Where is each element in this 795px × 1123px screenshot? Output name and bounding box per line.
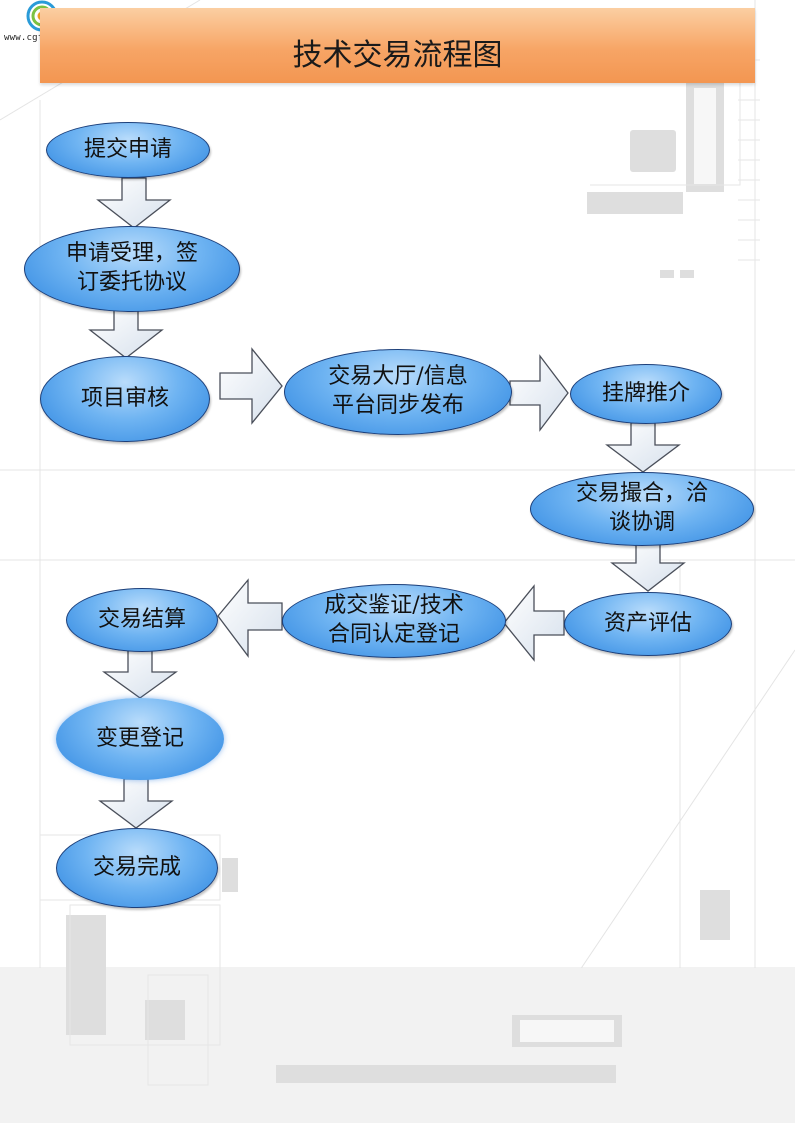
- arrow-down-settlement-to-change: [101, 649, 179, 699]
- title-bar: 技术交易流程图: [40, 8, 755, 83]
- node-submit-application: 提交申请: [46, 122, 210, 178]
- node-contract-label: 成交鉴证/技术 合同认定登记: [324, 593, 464, 647]
- arrow-down-matching-to-appraisal: [610, 542, 686, 592]
- arrow-left-contract-to-settlement: [217, 578, 283, 658]
- node-accept-label: 申请受理，签 订委托协议: [65, 241, 198, 295]
- page-title: 技术交易流程图: [292, 38, 503, 73]
- node-listing-promotion: 挂牌推介: [570, 364, 722, 424]
- node-platform-publish: 交易大厅/信息 平台同步发布: [284, 349, 512, 435]
- node-submit-label: 提交申请: [83, 136, 172, 162]
- node-asset-appraisal: 资产评估: [564, 592, 732, 656]
- arrow-down-listing-to-matching: [605, 422, 681, 473]
- node-project-review: 项目审核: [40, 356, 210, 442]
- node-publish-label: 交易大厅/信息 平台同步发布: [328, 364, 468, 418]
- node-contract-registration: 成交鉴证/技术 合同认定登记: [282, 584, 506, 658]
- node-trade-complete: 交易完成: [56, 828, 218, 908]
- arrow-right-publish-to-listing: [509, 354, 569, 432]
- arrow-left-appraisal-to-contract: [503, 584, 565, 662]
- arrow-right-review-to-publish: [219, 347, 283, 425]
- node-accept-application: 申请受理，签 订委托协议: [24, 226, 240, 312]
- node-change-registration: 变更登记: [56, 698, 224, 780]
- arrow-down-change-to-complete: [98, 778, 174, 829]
- arrow-down-submit-to-accept: [96, 177, 172, 229]
- node-matching-label: 交易撮合，洽 谈协调: [575, 481, 708, 535]
- node-change-label: 变更登记: [95, 725, 184, 751]
- arrow-down-accept-to-review: [88, 309, 164, 359]
- node-settlement-label: 交易结算: [97, 606, 186, 632]
- node-complete-label: 交易完成: [92, 854, 181, 880]
- node-trade-settlement: 交易结算: [66, 588, 218, 652]
- node-review-label: 项目审核: [80, 385, 169, 411]
- node-appraisal-label: 资产评估: [603, 610, 692, 636]
- node-listing-label: 挂牌推介: [601, 380, 690, 406]
- node-trade-matching: 交易撮合，洽 谈协调: [530, 472, 754, 546]
